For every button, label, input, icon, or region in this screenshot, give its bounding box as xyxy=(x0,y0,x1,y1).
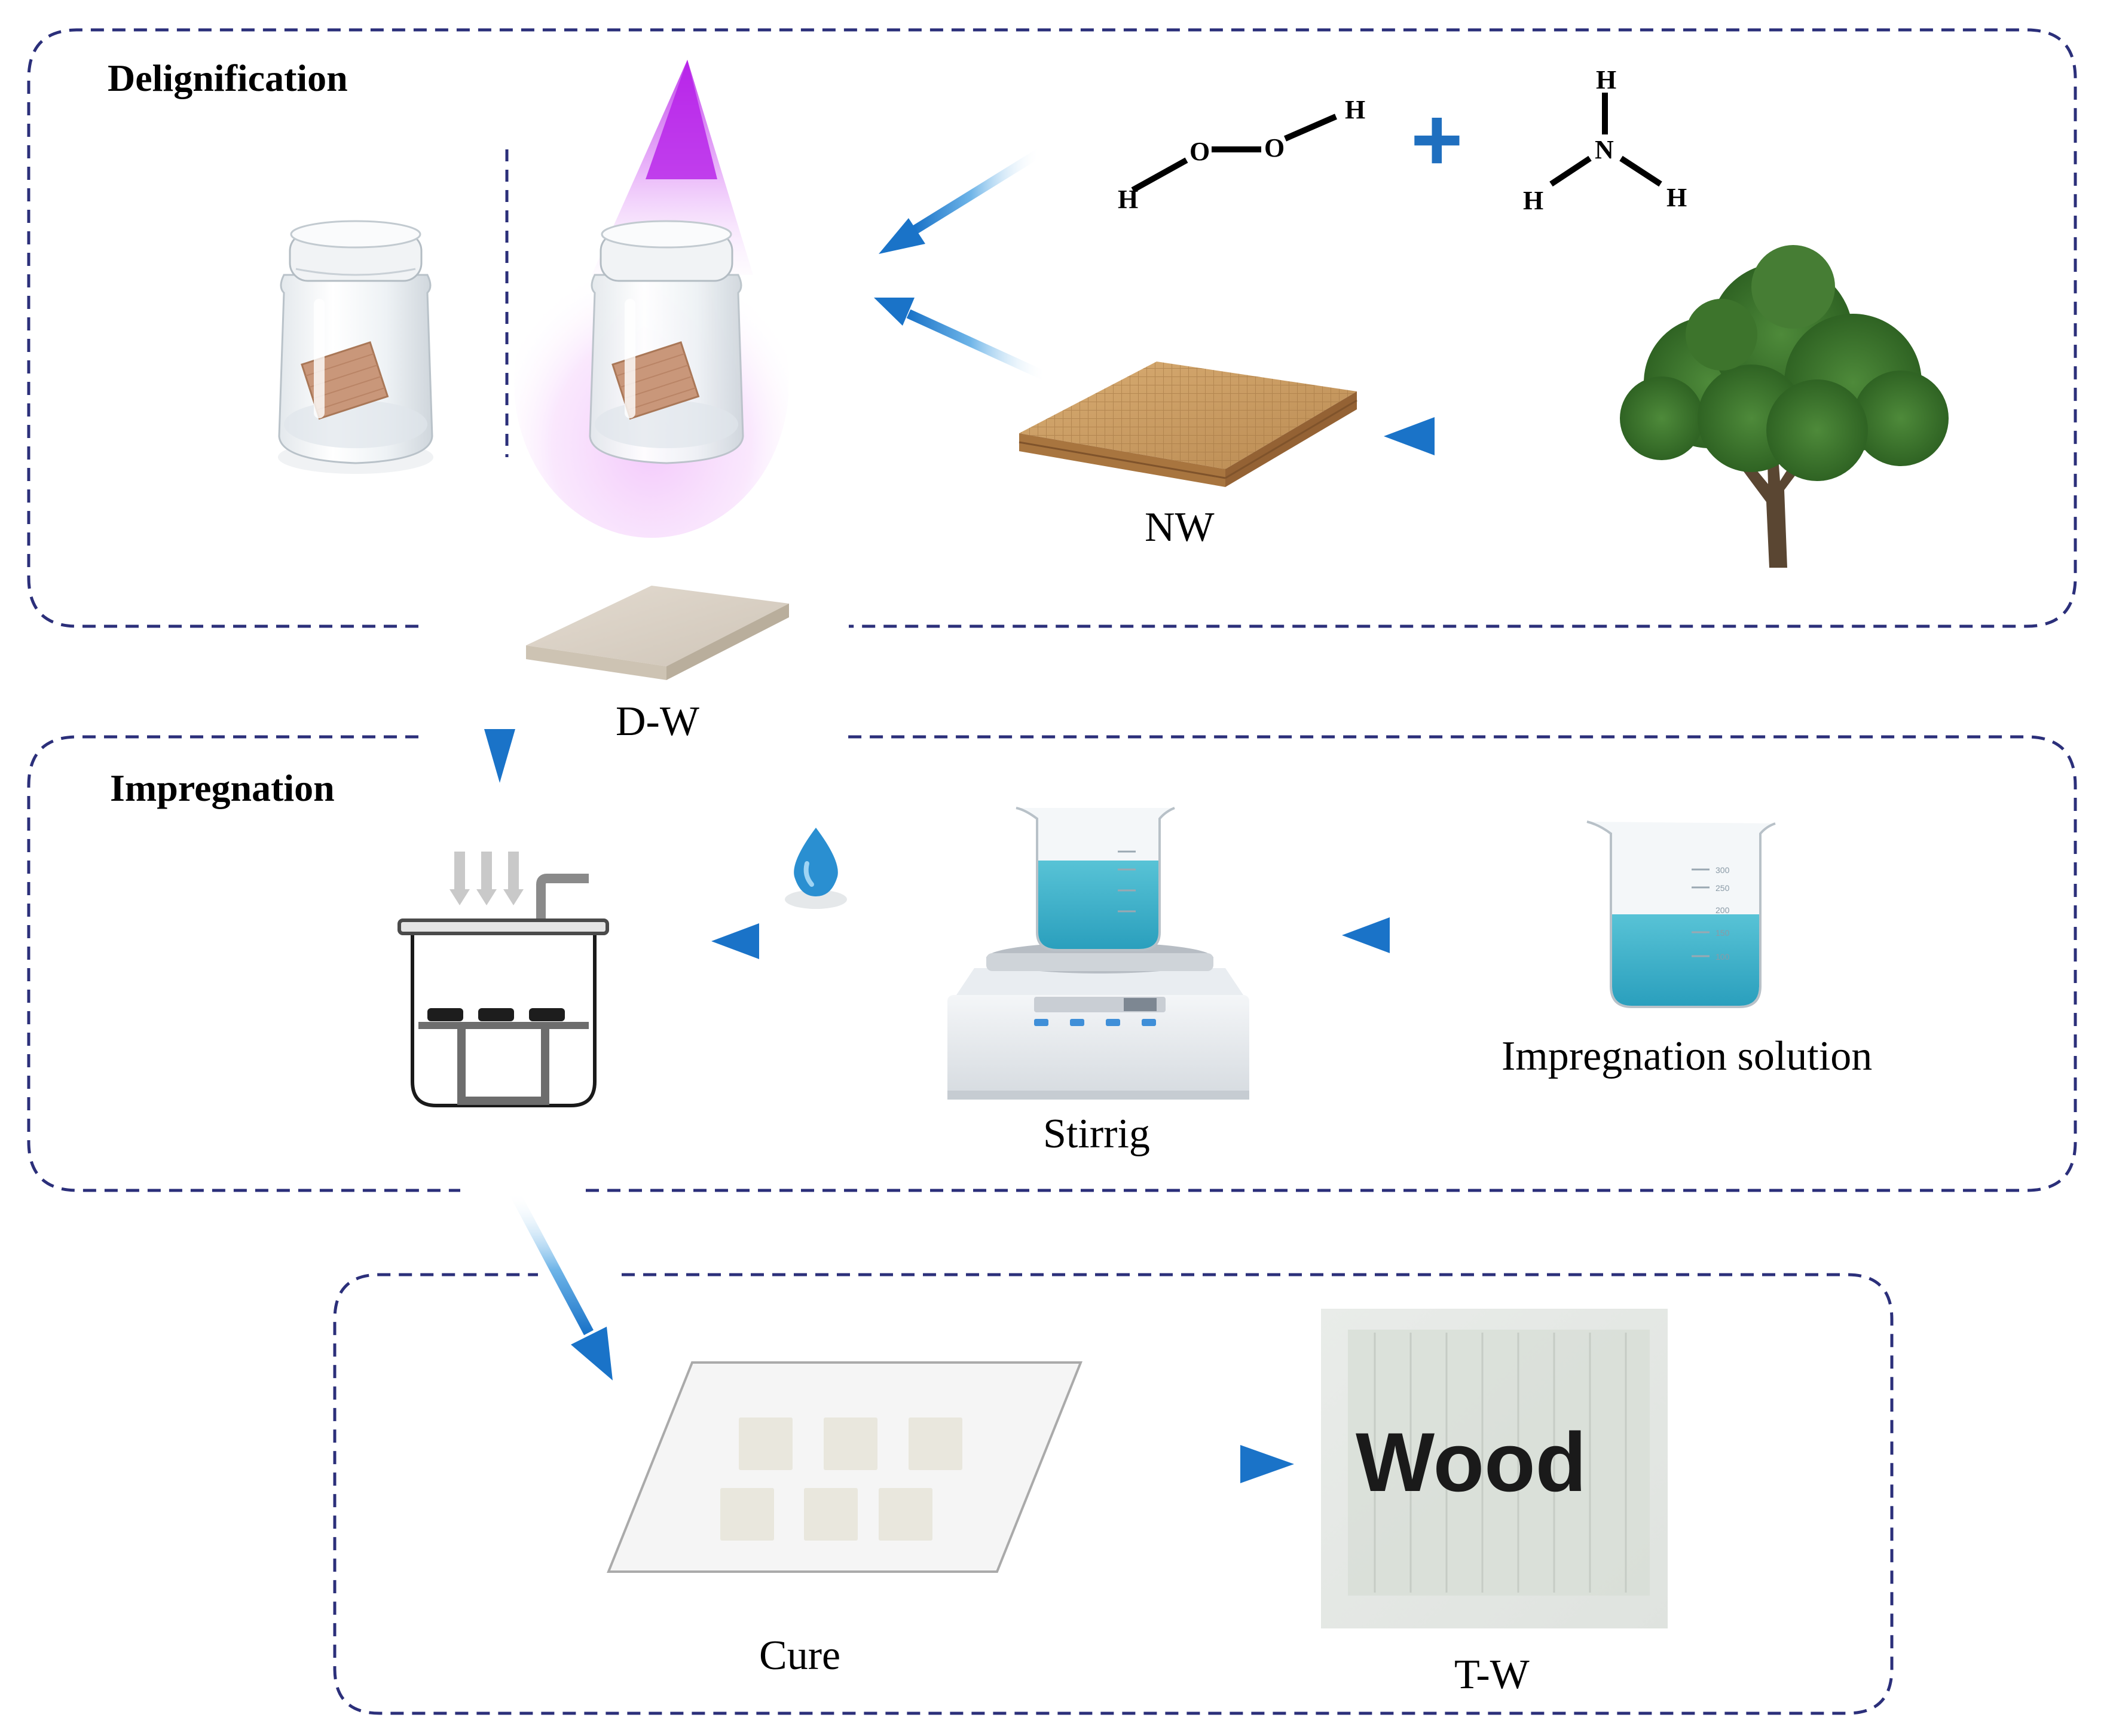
beaker-tick-300: 300 xyxy=(1715,865,1730,875)
tree-icon xyxy=(1620,245,1949,568)
beaker-tick-150: 150 xyxy=(1715,928,1730,938)
ammonia-atom-h-top: H xyxy=(1596,65,1616,94)
impregnation-title: Impregnation xyxy=(110,767,335,809)
glass-jar-uv-icon xyxy=(589,220,744,464)
vacuum-chamber-icon xyxy=(397,852,609,1107)
cured-sample xyxy=(879,1488,932,1541)
tw-label: T-W xyxy=(1454,1652,1530,1698)
glass-jar-icon xyxy=(278,220,433,474)
arrow-tree-to-nw xyxy=(1384,417,1566,455)
peroxide-atom-h1: H xyxy=(1118,185,1138,214)
impregnation-section-border xyxy=(27,735,2077,1192)
beaker-tick-250: 250 xyxy=(1715,883,1730,893)
impregnation-solution-label: Impregnation solution xyxy=(1502,1033,1872,1079)
cured-sample xyxy=(804,1488,858,1541)
peroxide-atom-o2: O xyxy=(1264,133,1285,163)
arrow-stirring-to-chamber xyxy=(711,923,921,959)
dw-label: D-W xyxy=(616,699,699,745)
ammonia-atom-h-left: H xyxy=(1523,186,1543,215)
hydrogen-peroxide-molecule: H O O H xyxy=(1118,95,1365,214)
stirring-label: Stirrig xyxy=(1043,1111,1150,1157)
cure-plate xyxy=(607,1361,1082,1573)
delignified-wood-block xyxy=(526,586,789,680)
cured-sample xyxy=(739,1417,793,1470)
beaker-tick-100: 100 xyxy=(1715,952,1730,962)
delignification-title: Delignification xyxy=(108,57,348,99)
plus-icon: + xyxy=(1411,89,1463,189)
transparent-wood-photo: Wood xyxy=(1321,1309,1668,1628)
beaker-tick-200: 200 xyxy=(1715,905,1730,915)
cure-section-border xyxy=(333,1273,1894,1715)
beaker-on-stirrer-icon xyxy=(1016,807,1175,951)
arrow-impregnation-to-cure xyxy=(509,1189,613,1380)
peroxide-atom-h2: H xyxy=(1345,95,1365,124)
ammonia-atom-h-right: H xyxy=(1666,183,1687,212)
cured-sample xyxy=(824,1417,877,1470)
cured-sample xyxy=(720,1488,774,1541)
ammonia-atom-n: N xyxy=(1595,135,1614,164)
arrow-nw-to-jar xyxy=(874,298,1048,381)
arrow-delignification-to-impregnation xyxy=(484,541,515,783)
wood-text: Wood xyxy=(1356,1415,1586,1509)
arrow-chemicals-to-jar xyxy=(879,148,1043,254)
ammonia-molecule: H N H H xyxy=(1523,65,1687,215)
water-drop-icon xyxy=(785,828,847,909)
natural-wood-block xyxy=(1019,362,1357,487)
cured-sample xyxy=(909,1417,962,1470)
arrow-solution-to-stirring xyxy=(1342,917,1539,953)
peroxide-atom-o1: O xyxy=(1189,137,1210,166)
impregnation-solution-beaker-icon: 300 250 200 150 100 xyxy=(1586,820,1776,1008)
magnetic-stirrer-icon xyxy=(947,942,1249,1100)
nw-label: NW xyxy=(1145,504,1215,550)
cure-label: Cure xyxy=(759,1633,840,1679)
delignification-section-border xyxy=(27,28,2077,628)
arrow-cure-to-tw xyxy=(1094,1445,1294,1483)
